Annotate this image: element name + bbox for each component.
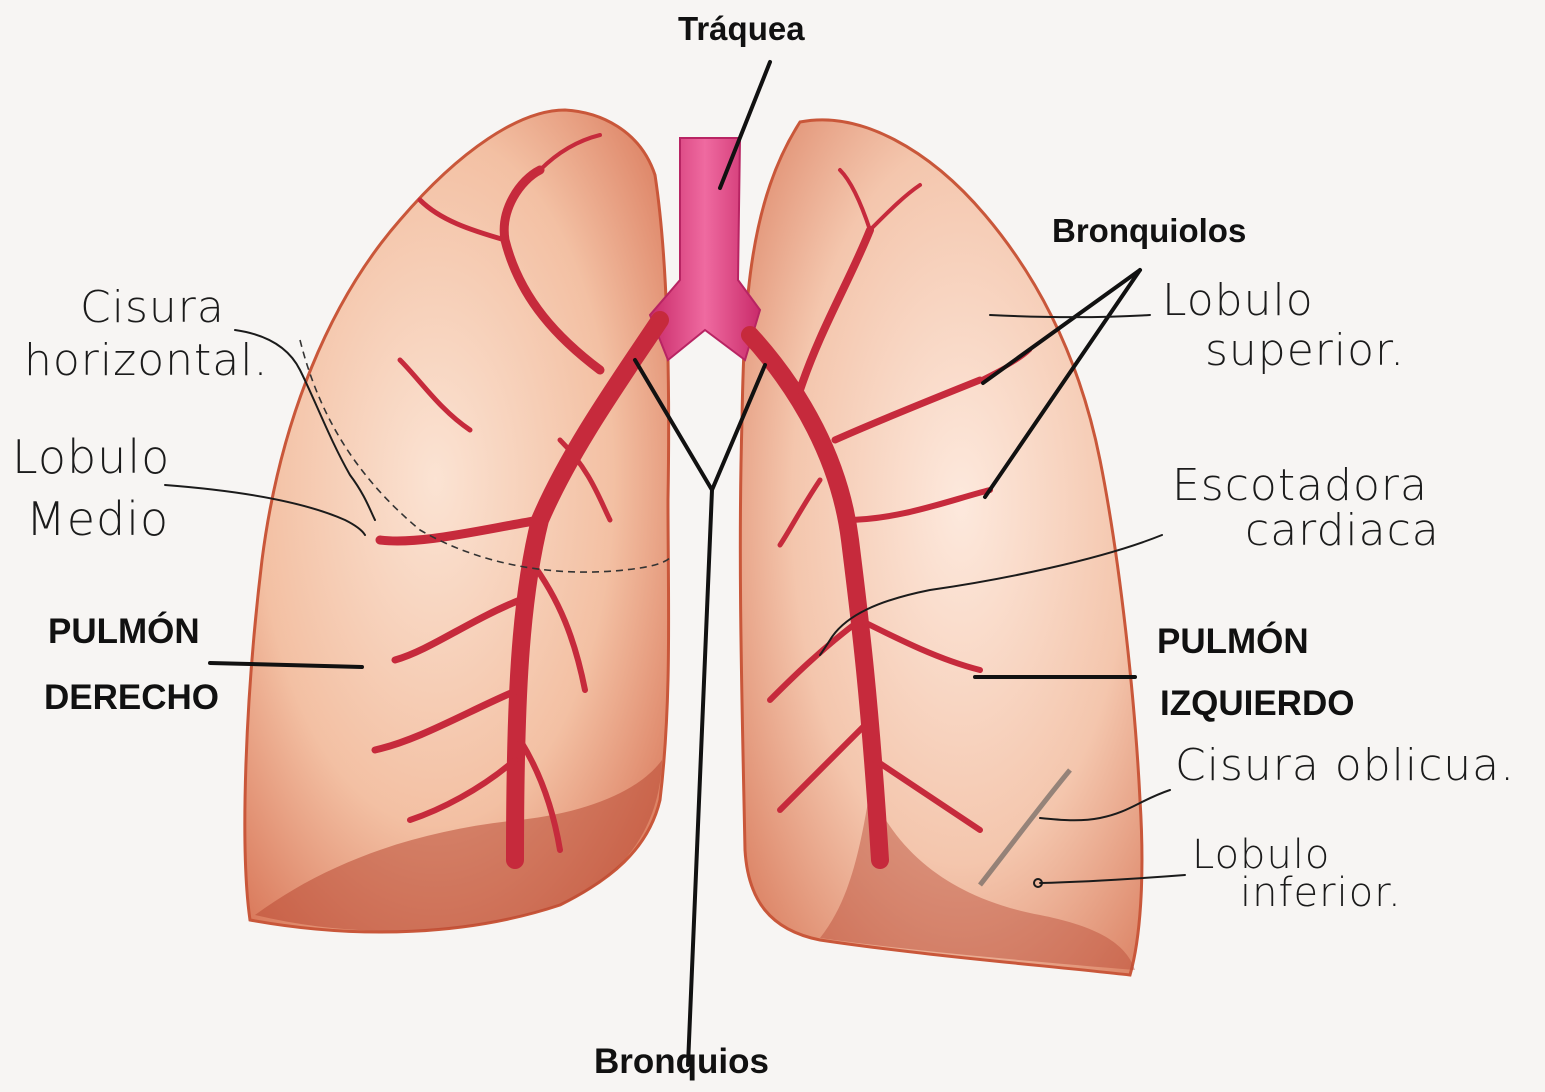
hand-cisura-horizontal-2: horizontal.: [24, 335, 268, 386]
label-bronquiolos: Bronquiolos: [1052, 212, 1246, 250]
label-bronquios: Bronquios: [594, 1042, 769, 1082]
label-pulmon-izquierdo-2: IZQUIERDO: [1160, 684, 1354, 724]
hand-lobulo-superior-2: superior.: [1205, 325, 1405, 376]
label-traquea: Tráquea: [678, 10, 805, 48]
label-pulmon-derecho-1: PULMÓN: [48, 612, 200, 652]
hand-cisura-oblicua: Cisura oblicua.: [1175, 740, 1515, 791]
trachea: [650, 138, 760, 360]
hand-cisura-horizontal-1: Cisura: [80, 282, 225, 333]
hand-lobulo-medio-1: Lobulo: [12, 430, 170, 484]
label-pulmon-izquierdo-1: PULMÓN: [1157, 622, 1309, 662]
hand-escotadura-2: cardiaca: [1245, 505, 1440, 556]
hand-escotadura-1: Escotadora: [1172, 460, 1428, 511]
hand-lobulo-inferior-2: inferior.: [1240, 870, 1402, 916]
hand-lobulo-superior-1: Lobulo: [1162, 275, 1314, 326]
label-pulmon-derecho-2: DERECHO: [44, 678, 219, 718]
hand-lobulo-medio-2: Medio: [26, 492, 169, 546]
